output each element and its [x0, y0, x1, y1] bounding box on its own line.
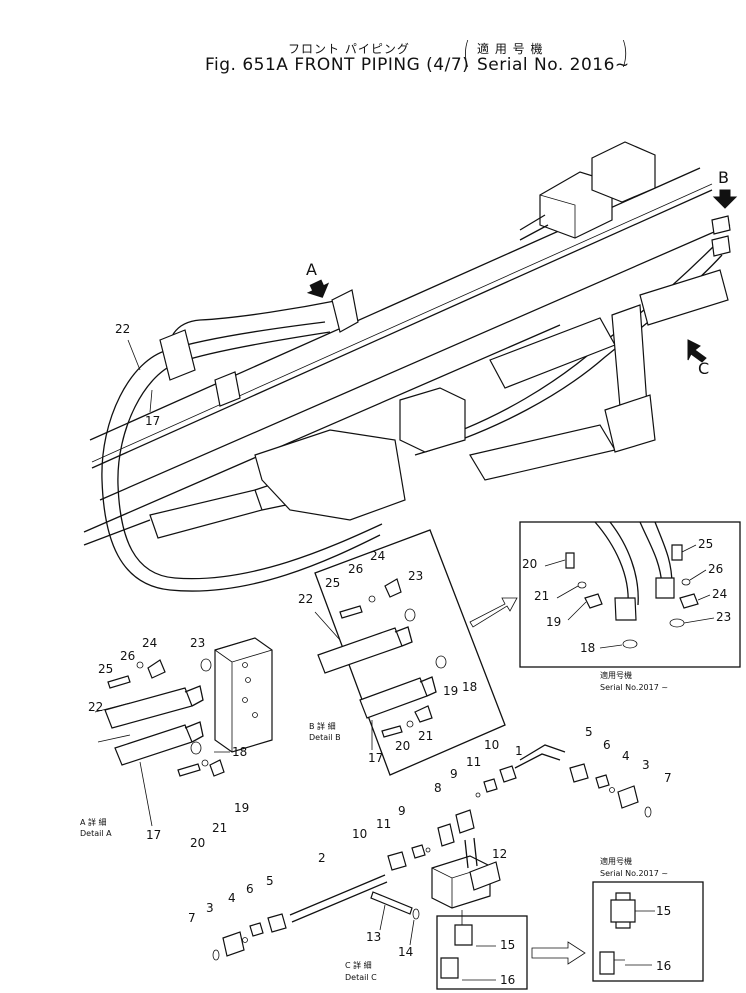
detail-b: 24 26 25 23 22 18 20 21 19 17 B 詳 細 Deta… [298, 529, 518, 776]
detail-c-variant-jp: 適用号機 [600, 856, 632, 866]
detail-c-part-7b: 7 [188, 911, 196, 925]
detail-c-part-8: 8 [434, 781, 442, 795]
detail-a-part-25: 25 [98, 662, 113, 676]
detail-a-part-23: 23 [190, 636, 205, 650]
detail-c-part-1: 1 [515, 744, 523, 758]
detail-b-part-24: 24 [370, 549, 385, 563]
detail-b-variant: 20 21 19 18 25 26 24 23 適用号機 Serial No.2… [519, 521, 741, 692]
detail-b-jp: B 詳 細 [309, 721, 336, 731]
detail-c-part-2: 2 [318, 851, 326, 865]
detail-a-jp: A 詳 細 [80, 817, 107, 827]
detail-c-part-6b: 6 [246, 882, 254, 896]
detail-c-part-13: 13 [366, 930, 381, 944]
detail-c-part-9b: 9 [398, 804, 406, 818]
close-paren: ) [621, 36, 629, 71]
detail-a-part-22: 22 [88, 700, 103, 714]
detail-b-part-25: 25 [325, 576, 340, 590]
detail-c-part-10b: 10 [352, 827, 367, 841]
detail-a-part-17: 17 [146, 828, 161, 842]
detail-b-variant-part-20: 20 [522, 557, 537, 571]
detail-c-part-15: 15 [500, 938, 515, 952]
detail-c-part-16: 16 [500, 973, 515, 987]
detail-c-variant-serial: Serial No.2017 ~ [600, 869, 668, 878]
detail-c-part-12: 12 [492, 847, 507, 861]
detail-b-part-17: 17 [368, 751, 383, 765]
detail-c-part-4b: 4 [228, 891, 236, 905]
detail-a-part-24: 24 [142, 636, 157, 650]
detail-c-jp: C 詳 細 [345, 960, 372, 970]
detail-b-part-22: 22 [298, 592, 313, 606]
detail-c-part-14: 14 [398, 945, 413, 959]
detail-b-variant-serial: Serial No.2017 ~ [600, 683, 668, 692]
arrow-b: B [712, 168, 738, 209]
detail-a-part-26: 26 [120, 649, 135, 663]
arrow-c: C [687, 339, 709, 378]
detail-b-variant-part-26: 26 [708, 562, 723, 576]
detail-b-part-19: 19 [443, 684, 458, 698]
detail-c-part-4: 4 [622, 749, 630, 763]
detail-c-part-7: 7 [664, 771, 672, 785]
open-paren: ( [463, 36, 471, 71]
detail-a-part-19: 19 [234, 801, 249, 815]
detail-c-part-5b: 5 [266, 874, 274, 888]
detail-b-part-23: 23 [408, 569, 423, 583]
main-label-17: 17 [145, 414, 160, 428]
detail-c-part-3: 3 [642, 758, 650, 772]
detail-a-part-20: 20 [190, 836, 205, 850]
detail-b-variant-part-21: 21 [534, 589, 549, 603]
detail-a-part-21: 21 [212, 821, 227, 835]
detail-b-variant-part-24: 24 [712, 587, 727, 601]
detail-c-part-11b: 11 [376, 817, 391, 831]
detail-b-part-26: 26 [348, 562, 363, 576]
detail-b-variant-part-23: 23 [716, 610, 731, 624]
jp-serial-label: 適 用 号 機 [477, 42, 544, 56]
detail-c: 1 5 6 4 3 7 10 11 9 8 12 2 10 11 9 13 14… [188, 725, 672, 990]
main-label-22: 22 [115, 322, 130, 336]
arrow-a-label: A [306, 260, 317, 279]
arrow-b-label: B [718, 168, 729, 187]
main-assembly: A B C 22 17 [83, 141, 738, 592]
detail-b-variant-part-19: 19 [546, 615, 561, 629]
detail-c-part-6: 6 [603, 738, 611, 752]
detail-c-part-9: 9 [450, 767, 458, 781]
detail-c-variant-part-15: 15 [656, 904, 671, 918]
detail-c-part-11: 11 [466, 755, 481, 769]
jp-title: フロント パイピング [288, 42, 410, 56]
arrow-c-label: C [698, 359, 709, 378]
arrow-a: A [306, 260, 330, 298]
detail-b-part-18: 18 [462, 680, 477, 694]
detail-c-part-10: 10 [484, 738, 499, 752]
detail-b-part-20: 20 [395, 739, 410, 753]
detail-b-part-21: 21 [418, 729, 433, 743]
detail-b-variant-jp: 適用号機 [600, 670, 632, 680]
detail-c-variant-part-16: 16 [656, 959, 671, 973]
detail-c-part-3b: 3 [206, 901, 214, 915]
detail-b-variant-part-18: 18 [580, 641, 595, 655]
detail-a: 25 26 24 23 22 18 17 20 21 19 A 詳 細 Deta… [80, 636, 273, 850]
detail-a-en: Detail A [80, 829, 112, 838]
detail-c-variant: 15 16 適用号機 Serial No.2017 ~ [592, 856, 704, 982]
detail-c-en: Detail C [345, 973, 377, 982]
figure-title-block: フロント パイピング Fig. 651A FRONT PIPING (4/7) … [0, 0, 746, 90]
detail-c-part-5: 5 [585, 725, 593, 739]
detail-b-variant-part-25: 25 [698, 537, 713, 551]
serial-range: Serial No. 2016~ [477, 55, 630, 75]
detail-a-part-18: 18 [232, 745, 247, 759]
detail-b-en: Detail B [309, 733, 341, 742]
figure-title: Fig. 651A FRONT PIPING (4/7) [205, 55, 470, 75]
